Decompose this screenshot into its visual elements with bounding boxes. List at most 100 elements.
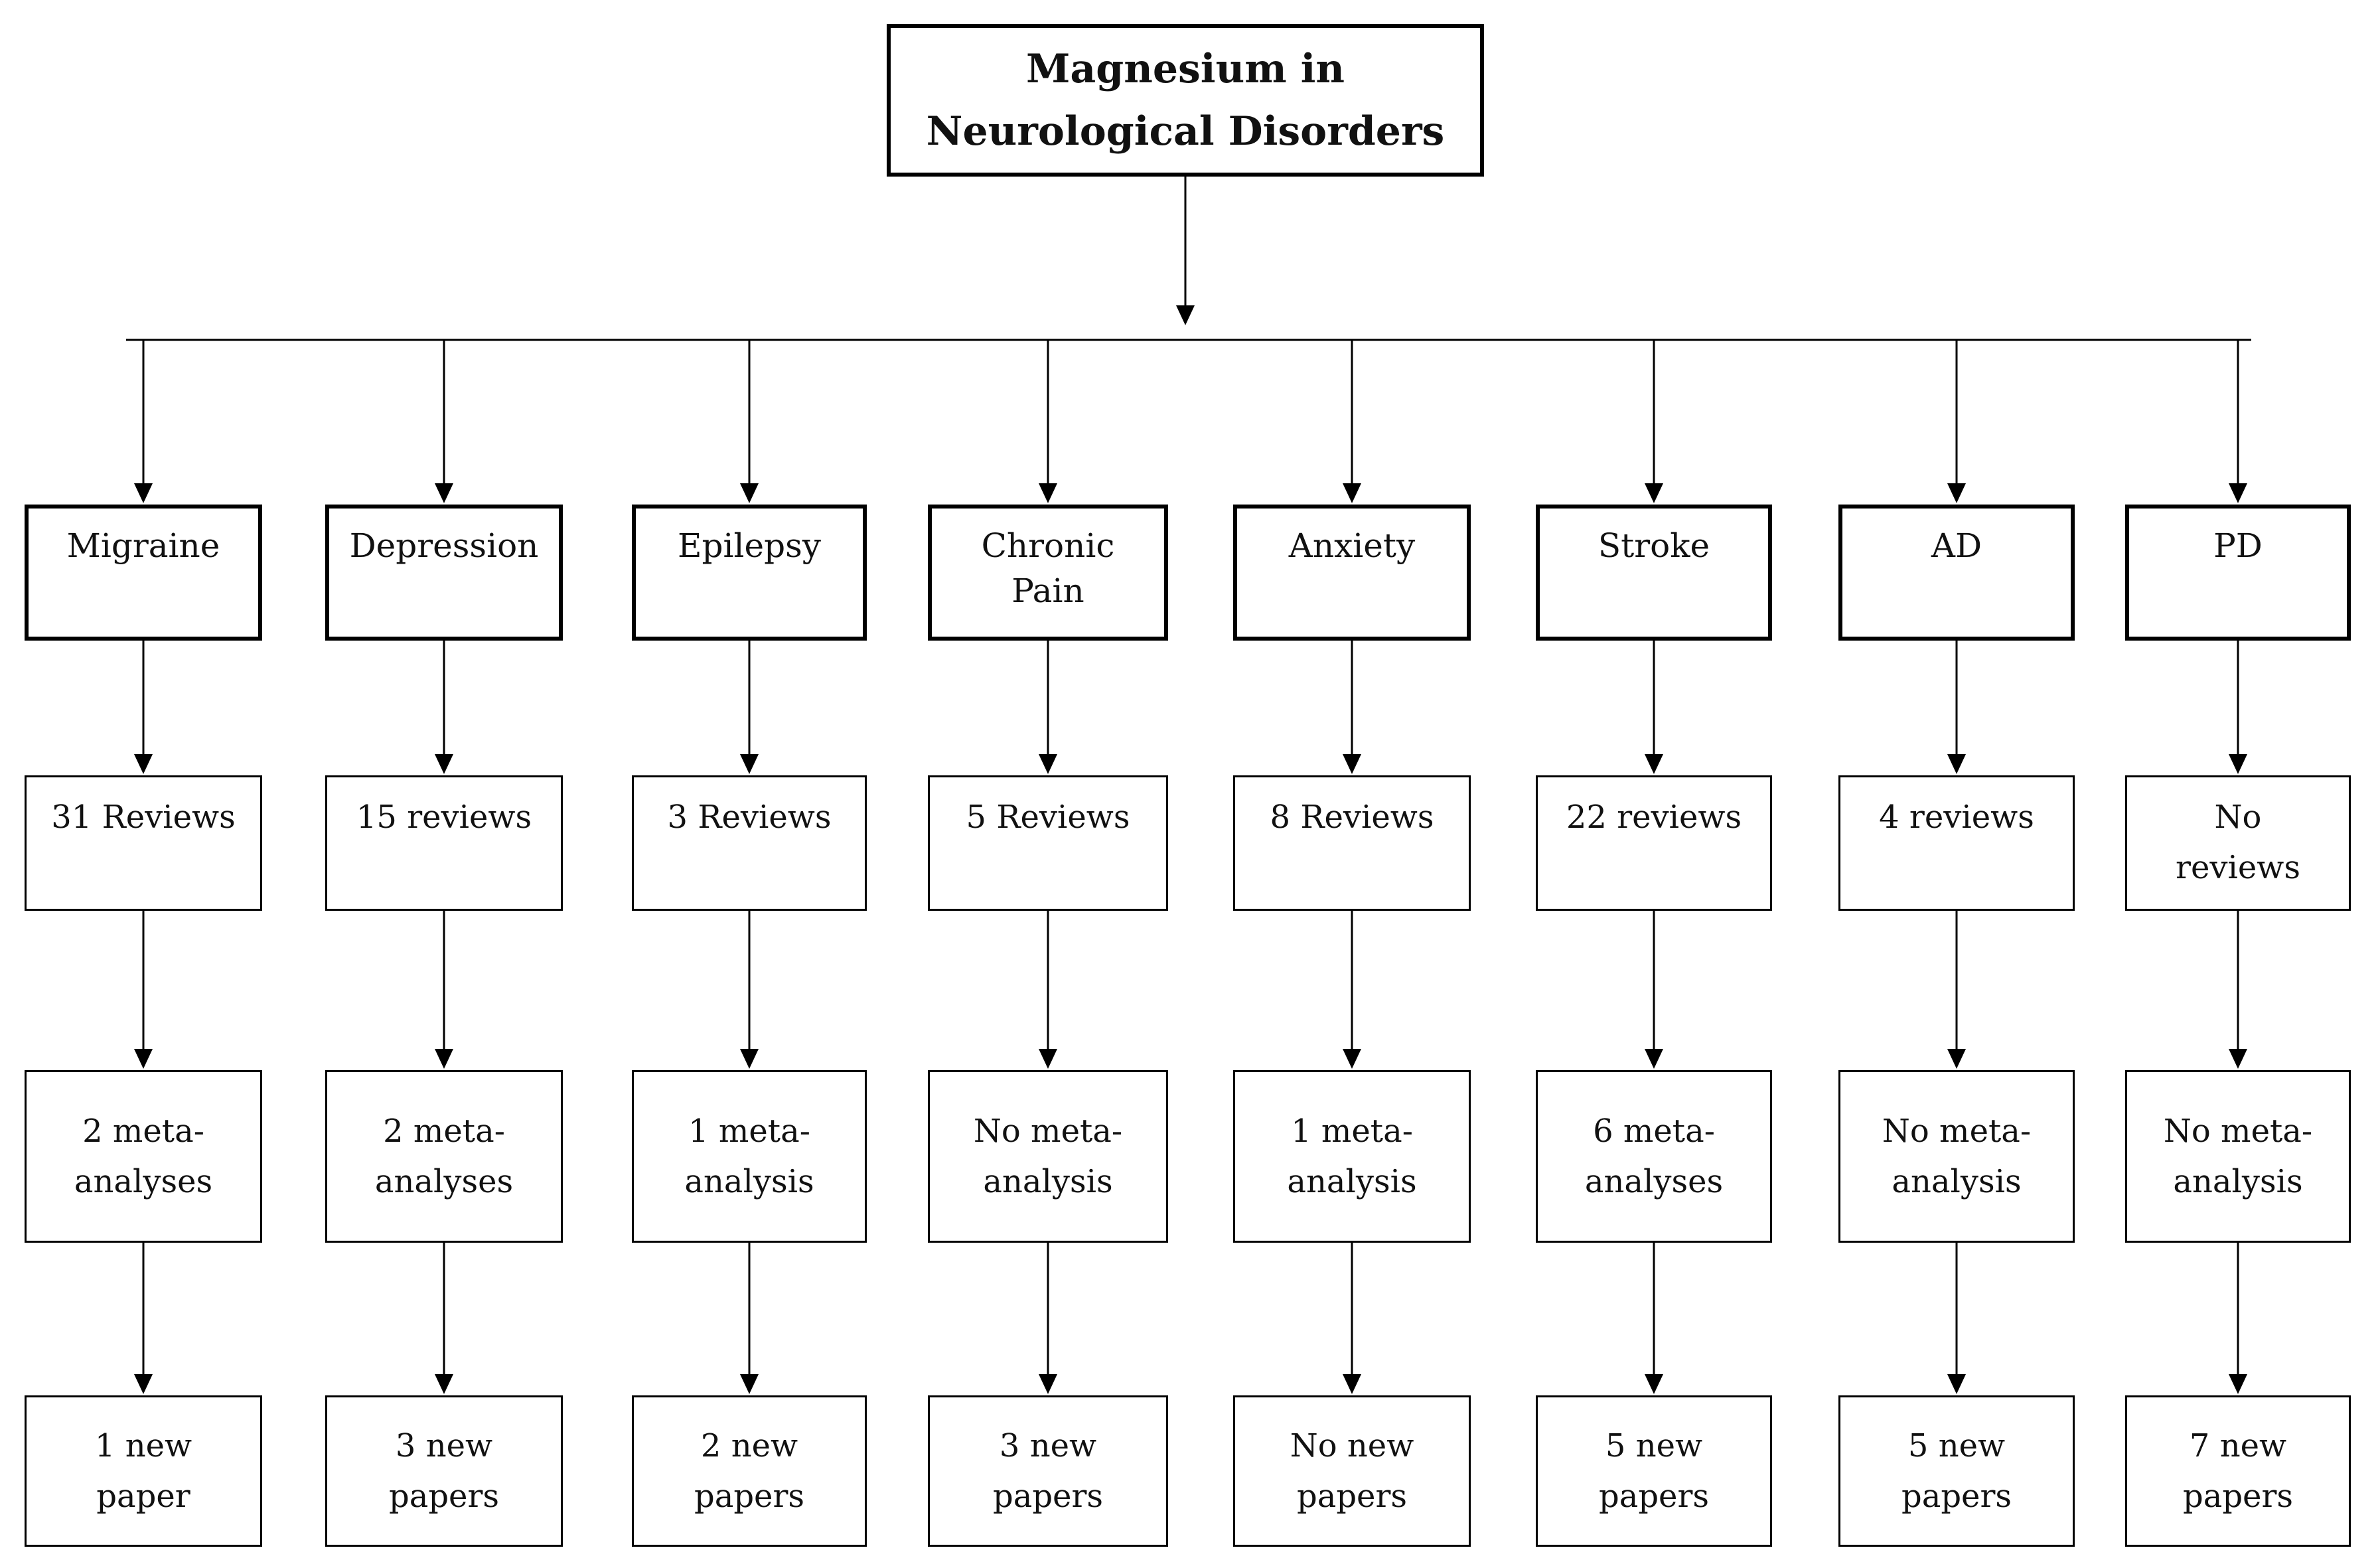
column-7-arrow-2-head <box>2229 1374 2247 1394</box>
meta-analyses-label-4: 1 meta- analysis <box>1287 1113 1417 1200</box>
category-box-4: Anxiety <box>1233 505 1471 641</box>
new-papers-box-1: 3 new papers <box>325 1395 563 1547</box>
meta-analyses-label-5: 6 meta- analyses <box>1584 1113 1724 1200</box>
column-2-arrow-1-head <box>740 1049 759 1069</box>
new-papers-box-7: 7 new papers <box>2125 1395 2351 1547</box>
reviews-box-2: 3 Reviews <box>632 775 867 911</box>
new-papers-box-0: 1 new paper <box>25 1395 262 1547</box>
category-label-3: Chronic Pain <box>981 526 1115 610</box>
root-arrow-head <box>1176 305 1195 325</box>
meta-analyses-box-6: No meta- analysis <box>1838 1070 2075 1243</box>
column-7-arrow-0-head <box>2229 754 2247 774</box>
column-2-arrow-0-head <box>740 754 759 774</box>
column-6-arrow-1-head <box>1947 1049 1966 1069</box>
new-papers-label-0: 1 new paper <box>94 1427 192 1515</box>
column-5-arrow-1-head <box>1645 1049 1663 1069</box>
column-0-arrow-0-head <box>134 754 153 774</box>
category-label-2: Epilepsy <box>678 526 821 565</box>
column-1-arrow-1-head <box>435 1049 453 1069</box>
new-papers-box-4: No new papers <box>1233 1395 1471 1547</box>
column-1-arrow-0-head <box>435 754 453 774</box>
new-papers-label-3: 3 new papers <box>992 1427 1104 1515</box>
reviews-label-3: 5 Reviews <box>966 799 1130 836</box>
column-3-arrow-0-head <box>1039 754 1057 774</box>
branch-arrow-3-head <box>1039 483 1057 503</box>
meta-analyses-box-0: 2 meta- analyses <box>25 1070 262 1243</box>
column-5-arrow-2-head <box>1645 1374 1663 1394</box>
column-3-arrow-2-head <box>1039 1374 1057 1394</box>
category-label-4: Anxiety <box>1288 526 1416 565</box>
category-box-6: AD <box>1838 505 2075 641</box>
category-label-0: Migraine <box>66 526 220 565</box>
category-box-1: Depression <box>325 505 563 641</box>
root-box: Magnesium in Neurological Disorders <box>887 24 1484 177</box>
reviews-box-0: 31 Reviews <box>25 775 262 911</box>
reviews-label-4: 8 Reviews <box>1270 799 1434 836</box>
category-label-1: Depression <box>349 526 539 565</box>
reviews-label-7: No reviews <box>2176 799 2300 886</box>
column-1-arrow-2-head <box>435 1374 453 1394</box>
column-6-arrow-2-head <box>1947 1374 1966 1394</box>
reviews-label-2: 3 Reviews <box>667 799 832 836</box>
root-label: Magnesium in Neurological Disorders <box>926 46 1445 155</box>
reviews-label-5: 22 reviews <box>1566 799 1742 836</box>
category-box-0: Migraine <box>25 505 262 641</box>
new-papers-label-5: 5 new papers <box>1598 1427 1710 1515</box>
category-box-7: PD <box>2125 505 2351 641</box>
meta-analyses-box-1: 2 meta- analyses <box>325 1070 563 1243</box>
branch-arrow-6-head <box>1947 483 1966 503</box>
reviews-box-1: 15 reviews <box>325 775 563 911</box>
meta-analyses-box-5: 6 meta- analyses <box>1536 1070 1772 1243</box>
meta-analyses-label-6: No meta- analysis <box>1882 1113 2032 1200</box>
meta-analyses-box-3: No meta- analysis <box>928 1070 1168 1243</box>
branch-arrow-1-head <box>435 483 453 503</box>
category-box-5: Stroke <box>1536 505 1772 641</box>
new-papers-label-1: 3 new papers <box>388 1427 500 1515</box>
column-4-arrow-2-head <box>1343 1374 1361 1394</box>
branch-arrow-0-head <box>134 483 153 503</box>
category-label-7: PD <box>2213 526 2263 565</box>
new-papers-label-2: 2 new papers <box>694 1427 805 1515</box>
reviews-label-6: 4 reviews <box>1879 799 2034 836</box>
meta-analyses-label-7: No meta- analysis <box>2163 1113 2313 1200</box>
new-papers-box-2: 2 new papers <box>632 1395 867 1547</box>
column-0-arrow-1-head <box>134 1049 153 1069</box>
branch-arrow-7-head <box>2229 483 2247 503</box>
meta-analyses-label-3: No meta- analysis <box>973 1113 1123 1200</box>
new-papers-box-5: 5 new papers <box>1536 1395 1772 1547</box>
new-papers-box-6: 5 new papers <box>1838 1395 2075 1547</box>
column-4-arrow-1-head <box>1343 1049 1361 1069</box>
column-0-arrow-2-head <box>134 1374 153 1394</box>
meta-analyses-box-2: 1 meta- analysis <box>632 1070 867 1243</box>
reviews-label-0: 31 Reviews <box>51 799 236 836</box>
category-label-5: Stroke <box>1598 526 1710 565</box>
category-box-3: Chronic Pain <box>928 505 1168 641</box>
branch-arrow-4-head <box>1343 483 1361 503</box>
new-papers-label-7: 7 new papers <box>2182 1427 2294 1515</box>
meta-analyses-label-0: 2 meta- analyses <box>74 1113 213 1200</box>
column-3-arrow-1-head <box>1039 1049 1057 1069</box>
meta-analyses-label-2: 1 meta- analysis <box>684 1113 814 1200</box>
branch-arrow-5-head <box>1645 483 1663 503</box>
reviews-box-3: 5 Reviews <box>928 775 1168 911</box>
category-label-6: AD <box>1931 526 1982 565</box>
reviews-label-1: 15 reviews <box>356 799 532 836</box>
branch-arrow-2-head <box>740 483 759 503</box>
column-2-arrow-2-head <box>740 1374 759 1394</box>
reviews-box-4: 8 Reviews <box>1233 775 1471 911</box>
reviews-box-5: 22 reviews <box>1536 775 1772 911</box>
column-5-arrow-0-head <box>1645 754 1663 774</box>
meta-analyses-box-7: No meta- analysis <box>2125 1070 2351 1243</box>
new-papers-label-4: No new papers <box>1290 1427 1414 1515</box>
meta-analyses-box-4: 1 meta- analysis <box>1233 1070 1471 1243</box>
new-papers-label-6: 5 new papers <box>1901 1427 2012 1515</box>
new-papers-box-3: 3 new papers <box>928 1395 1168 1547</box>
column-4-arrow-0-head <box>1343 754 1361 774</box>
meta-analyses-label-1: 2 meta- analyses <box>374 1113 514 1200</box>
category-box-2: Epilepsy <box>632 505 867 641</box>
column-6-arrow-0-head <box>1947 754 1966 774</box>
reviews-box-6: 4 reviews <box>1838 775 2075 911</box>
reviews-box-7: No reviews <box>2125 775 2351 911</box>
column-7-arrow-1-head <box>2229 1049 2247 1069</box>
